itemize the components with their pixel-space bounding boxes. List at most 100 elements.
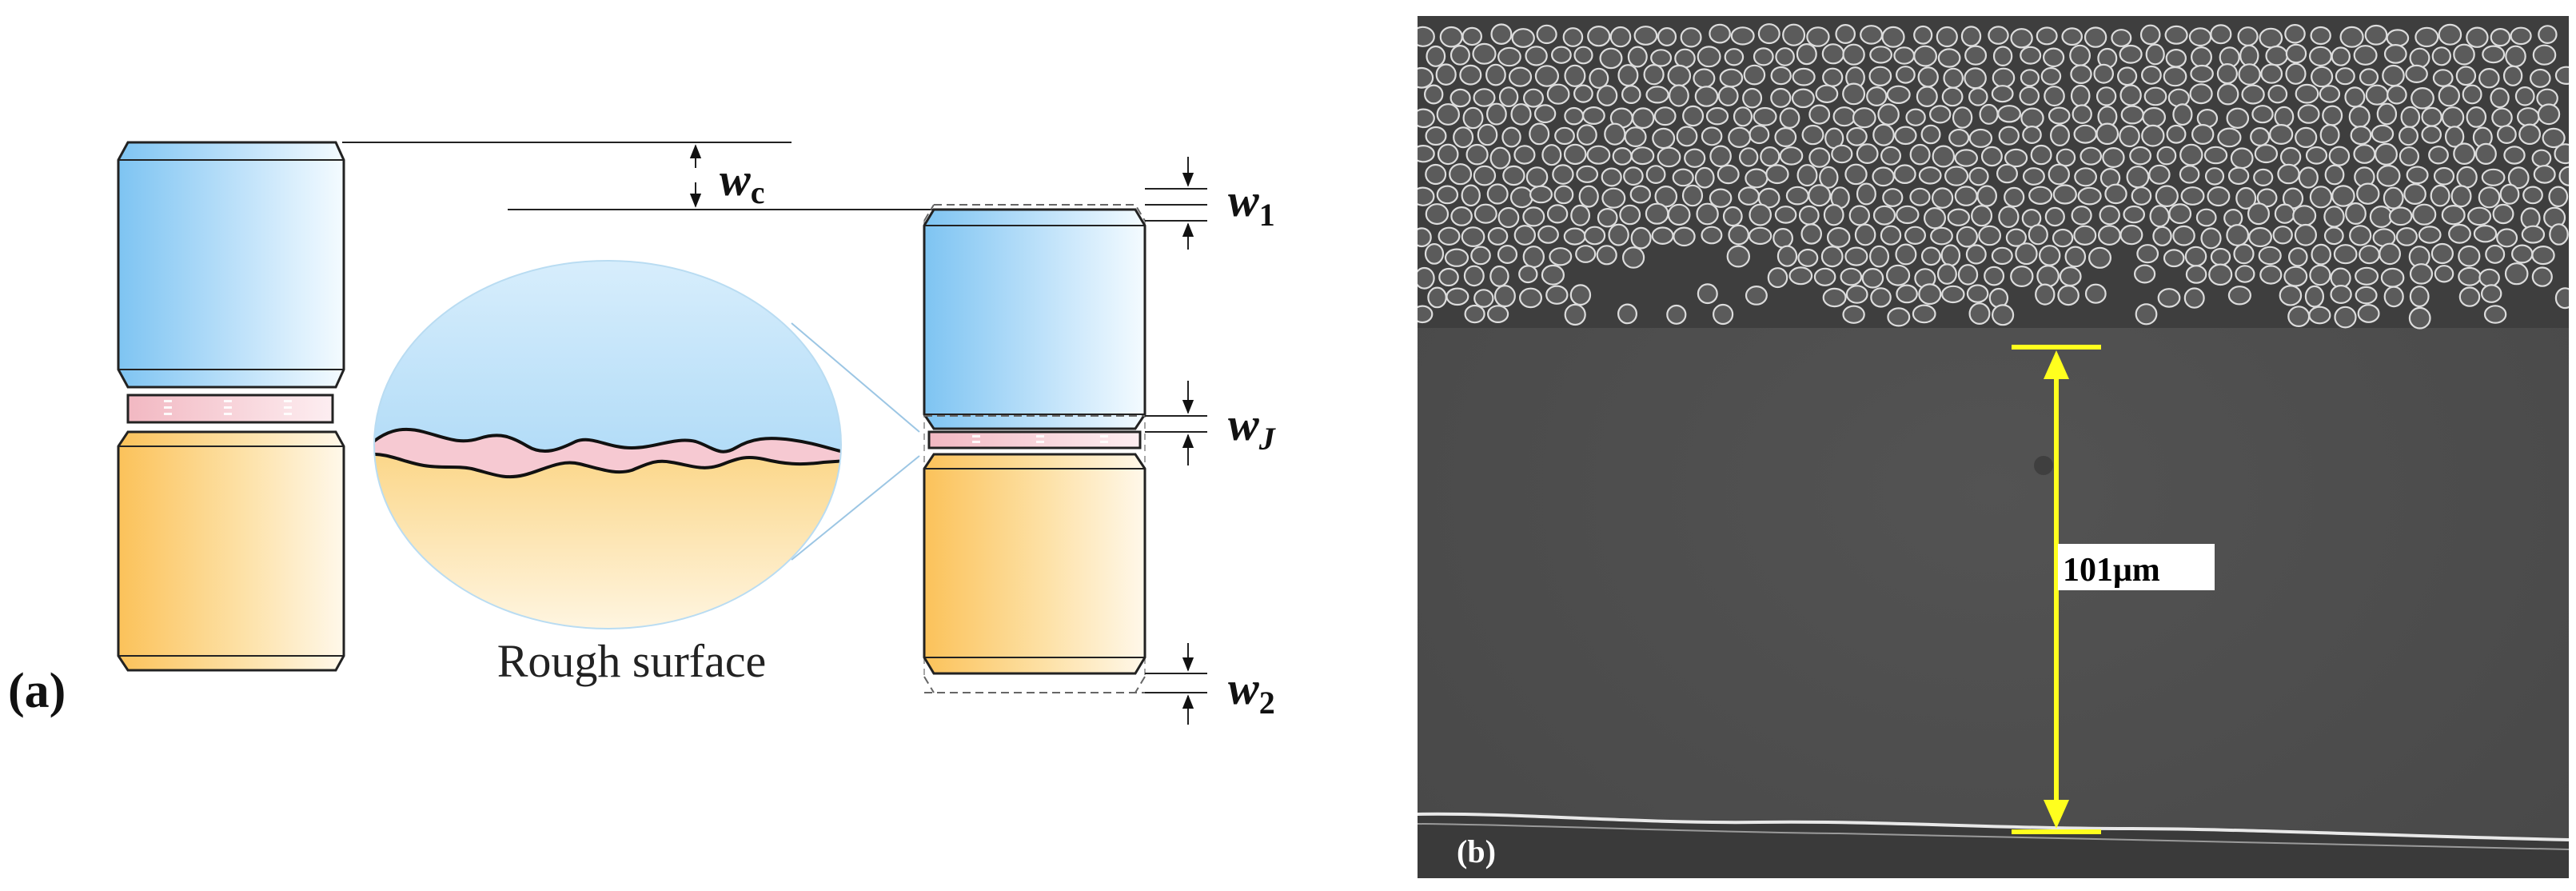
sem-particle	[2298, 166, 2319, 189]
sem-particle	[1586, 145, 1611, 165]
sem-particle	[1463, 265, 1485, 287]
sem-particle	[2499, 183, 2520, 205]
sem-particle	[1459, 64, 1482, 86]
sem-particle	[1464, 304, 1485, 324]
sem-particle	[2309, 46, 2333, 67]
sem-particle	[2438, 84, 2460, 107]
sem-particle	[2253, 168, 2274, 186]
sem-particle	[1427, 286, 1447, 309]
sem-particle	[1513, 145, 1536, 165]
sem-particle	[2405, 64, 2428, 84]
sem-particle	[1820, 246, 1844, 268]
sem-particle	[2184, 246, 2207, 267]
sem-particle	[1597, 208, 1618, 228]
sem-particle	[2095, 122, 2119, 146]
sem-particle	[1473, 165, 1497, 186]
sem-particle	[1534, 65, 1560, 87]
sem-particle	[1450, 206, 1473, 226]
sem-bottom-interface	[1418, 813, 2569, 878]
sem-particle	[1894, 126, 1917, 146]
sem-particle	[1792, 67, 1816, 86]
upper-rough-surface-line	[374, 427, 841, 454]
sem-particle	[1819, 166, 1839, 189]
sem-particle	[2331, 185, 2355, 207]
sem-particle	[1728, 126, 1752, 148]
sem-defect	[2034, 456, 2053, 475]
sem-particle	[2061, 27, 2083, 46]
sem-particle	[2408, 306, 2431, 330]
sem-particle	[1701, 226, 1723, 245]
sem-particle	[1788, 266, 1813, 286]
sem-particle	[2279, 146, 2302, 167]
sem-particle	[1880, 225, 1902, 246]
panel-b-label: (b)	[1457, 833, 1496, 869]
sem-particle	[1552, 164, 1574, 185]
sem-particle	[1627, 46, 1648, 68]
lower-rough-surface-line	[374, 452, 841, 479]
sem-particle	[1868, 66, 1892, 87]
sem-particle	[1840, 267, 1863, 286]
sem-particle	[1501, 126, 1521, 148]
sem-particle	[2490, 27, 2511, 47]
right-upper-block	[923, 208, 1146, 430]
sem-particle	[1418, 227, 1432, 248]
sem-particle	[2254, 144, 2279, 164]
sem-particle	[1872, 123, 1895, 146]
sem-particle	[2030, 144, 2052, 166]
sem-particle	[1694, 86, 1719, 107]
sem-particle	[1617, 64, 1639, 87]
sem-particle	[2285, 43, 2307, 64]
sem-particle	[1541, 144, 1562, 166]
sem-particle	[2356, 182, 2380, 205]
sem-particle	[1589, 67, 1609, 89]
sem-particle	[2010, 28, 2033, 49]
sem-particle	[1684, 148, 1706, 168]
sem-particle	[2379, 242, 2402, 266]
sem-particle	[1425, 126, 1447, 146]
sem-particle	[2035, 283, 2056, 306]
sem-particle	[2490, 87, 2510, 109]
sem-particle	[2428, 146, 2449, 165]
wj-label: wJ	[1228, 398, 1277, 457]
sem-particle	[2466, 26, 2489, 48]
sem-particle	[2004, 148, 2028, 168]
sem-particle	[2139, 24, 2161, 46]
sem-particle	[1772, 227, 1794, 249]
sem-particle	[1854, 223, 1876, 246]
sem-particle	[1998, 126, 2020, 146]
sem-particle	[2530, 68, 2551, 88]
sem-particle	[1797, 248, 1819, 267]
sem-particle	[1609, 26, 1632, 48]
sem-particle	[2386, 29, 2410, 47]
sem-particle	[1529, 185, 1553, 204]
sem-particle	[1453, 126, 1474, 149]
sem-particle	[1880, 146, 1902, 166]
sem-particle	[2353, 144, 2376, 164]
sem-particle	[1826, 226, 1851, 248]
sem-particle	[1633, 26, 1658, 46]
sem-particle	[2028, 224, 2048, 246]
sem-particle	[2359, 68, 2379, 86]
sem-particle	[2467, 206, 2492, 226]
sem-particle	[2028, 186, 2053, 205]
sem-particle	[2478, 268, 2500, 288]
panel-b: 101μm (b)	[1418, 16, 2569, 878]
sem-particle	[1701, 126, 1723, 146]
sem-particle	[2297, 104, 2320, 124]
sem-particle	[2048, 163, 2070, 186]
sem-particle	[1705, 106, 1729, 126]
sem-particle	[2334, 306, 2357, 329]
sem-particle	[2093, 63, 2114, 84]
sem-particle	[2050, 124, 2071, 146]
sem-particle	[1753, 47, 1774, 66]
sem-particle	[1968, 128, 1993, 148]
sem-particle	[2044, 86, 2065, 107]
sem-particle	[2226, 224, 2250, 246]
sem-particle	[1425, 163, 1447, 186]
sem-particle	[2441, 106, 2465, 129]
sem-particle	[2073, 124, 2097, 144]
sem-particle	[1965, 244, 1987, 265]
sem-particle	[2149, 205, 2170, 228]
sem-particle	[2531, 266, 2553, 287]
sem-particle	[1785, 186, 1809, 206]
